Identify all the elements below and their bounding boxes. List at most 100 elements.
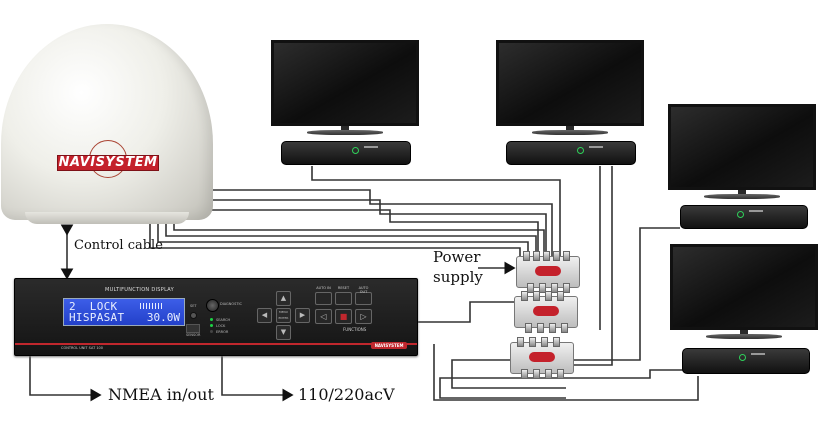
stb-display <box>749 210 763 212</box>
stop-button[interactable]: ■ <box>335 309 352 324</box>
reset-label: RESET <box>337 286 350 290</box>
multiswitch-badge <box>529 352 555 362</box>
set-top-box <box>680 205 808 229</box>
ms-port <box>563 251 570 261</box>
up-button[interactable]: ▲ <box>276 291 291 306</box>
ms-port <box>533 291 540 301</box>
stb-display <box>751 353 765 355</box>
cable-dome-4 <box>173 222 545 258</box>
voltage-label: 110/220acV <box>298 385 395 404</box>
down-button[interactable]: ▼ <box>276 325 291 340</box>
nmea-label: NMEA in/out <box>108 385 214 404</box>
lcd-display: 2 LOCK HISPASAT 30.0W <box>63 298 185 326</box>
multiswitch-2 <box>514 291 578 333</box>
set-top-box <box>506 141 636 165</box>
tv-neck <box>341 126 349 132</box>
stb-display <box>364 146 378 148</box>
next-button[interactable]: ▷ <box>355 309 372 324</box>
search-label: SEARCH <box>216 318 231 322</box>
ms-port <box>517 337 524 347</box>
cu-model: CONTROL UNIT SAT 100 <box>61 346 104 350</box>
power-supply-label: Power supply <box>433 247 483 287</box>
tv-screen <box>668 104 816 190</box>
ms-port <box>539 283 546 293</box>
ms-port <box>537 323 544 333</box>
reset-button[interactable]: RESET <box>335 286 352 305</box>
ms-port <box>561 323 568 333</box>
satellite-dome: NAVISYSTEM <box>1 24 213 226</box>
auto-in-label: AUTO IN <box>316 286 331 290</box>
lock-led <box>210 324 213 327</box>
multiswitch-badge <box>533 306 559 316</box>
ms-port <box>529 337 536 347</box>
left-button[interactable]: ◀ <box>257 308 272 323</box>
tv-base <box>704 194 780 199</box>
search-led <box>210 318 213 321</box>
cable-dome-1 <box>149 222 521 262</box>
cable-up-1 <box>210 189 553 258</box>
ms-port <box>545 369 552 379</box>
menu-enter-label: MENU ENTER <box>278 310 289 320</box>
ms-port <box>525 323 532 333</box>
right-button[interactable]: ▶ <box>295 308 310 323</box>
tv-screen <box>670 244 818 330</box>
ms-port <box>549 323 556 333</box>
tv-base <box>532 130 608 135</box>
tv-neck <box>738 190 746 196</box>
dome-logo: NAVISYSTEM <box>53 140 163 178</box>
dome-brand: NAVISYSTEM <box>57 155 159 171</box>
auto-in-button[interactable]: AUTO IN <box>315 286 332 305</box>
error-label: ERROR <box>216 330 229 334</box>
prev-button[interactable]: ◁ <box>315 309 332 324</box>
diagnostic-label: DIAGNOSTIC <box>220 302 242 306</box>
ms-port <box>551 283 558 293</box>
control-unit: MULTIFUNCTION DISPLAY 2 LOCK HISPASAT 30… <box>14 278 418 356</box>
dome-rim <box>25 212 189 224</box>
auto-out-button[interactable]: AUTO OUT <box>355 286 372 305</box>
sensor-window <box>186 324 200 333</box>
power-supply-line-2: supply <box>433 268 483 286</box>
tv-4 <box>670 244 818 374</box>
sensor-label: SENSOR <box>186 333 201 337</box>
cable-cu <box>416 301 516 323</box>
ms-port <box>533 369 540 379</box>
lcd-line-2-right: 30.0W <box>146 311 180 324</box>
ms-port <box>543 251 550 261</box>
power-supply-line-1: Power <box>433 248 481 266</box>
ms-port <box>527 283 534 293</box>
cu-title: MULTIFUNCTION DISPLAY <box>105 287 174 293</box>
stb-ring-icon <box>739 354 746 361</box>
lcd-line-1: 2 LOCK <box>69 300 118 313</box>
cable-up-2 <box>180 199 547 258</box>
cu-logo: NAVISYSTEM <box>371 342 407 349</box>
cable-dome-3 <box>165 222 537 258</box>
ms-port <box>521 369 528 379</box>
tv-3 <box>668 104 816 230</box>
set-button[interactable] <box>190 312 197 319</box>
cable-nmea <box>29 356 102 402</box>
tv-2 <box>496 40 644 166</box>
ms-port <box>563 283 570 293</box>
dome-radome <box>1 24 213 220</box>
ms-port <box>545 291 552 301</box>
stb-ring-icon <box>577 147 584 154</box>
tv-base <box>307 130 383 135</box>
error-led <box>210 330 213 333</box>
ms-port <box>553 251 560 261</box>
set-top-box <box>281 141 411 165</box>
ms-port <box>557 369 564 379</box>
diagnostic-knob[interactable] <box>206 299 219 312</box>
set-label: SET <box>190 304 197 308</box>
cable-dome-2 <box>157 222 529 258</box>
menu-enter-button[interactable]: MENU ENTER <box>276 308 291 323</box>
lcd-line-2-left: HISPASAT <box>69 311 125 324</box>
control-cable-label: Control cable <box>74 238 163 253</box>
tv-neck <box>566 126 574 132</box>
tv-neck <box>740 330 748 336</box>
multiswitch-badge <box>535 266 561 276</box>
ms-port <box>557 291 564 301</box>
lock-label: LOCK <box>216 324 226 328</box>
stb-ring-icon <box>737 211 744 218</box>
set-top-box <box>682 348 810 374</box>
red-stripe <box>15 343 417 345</box>
